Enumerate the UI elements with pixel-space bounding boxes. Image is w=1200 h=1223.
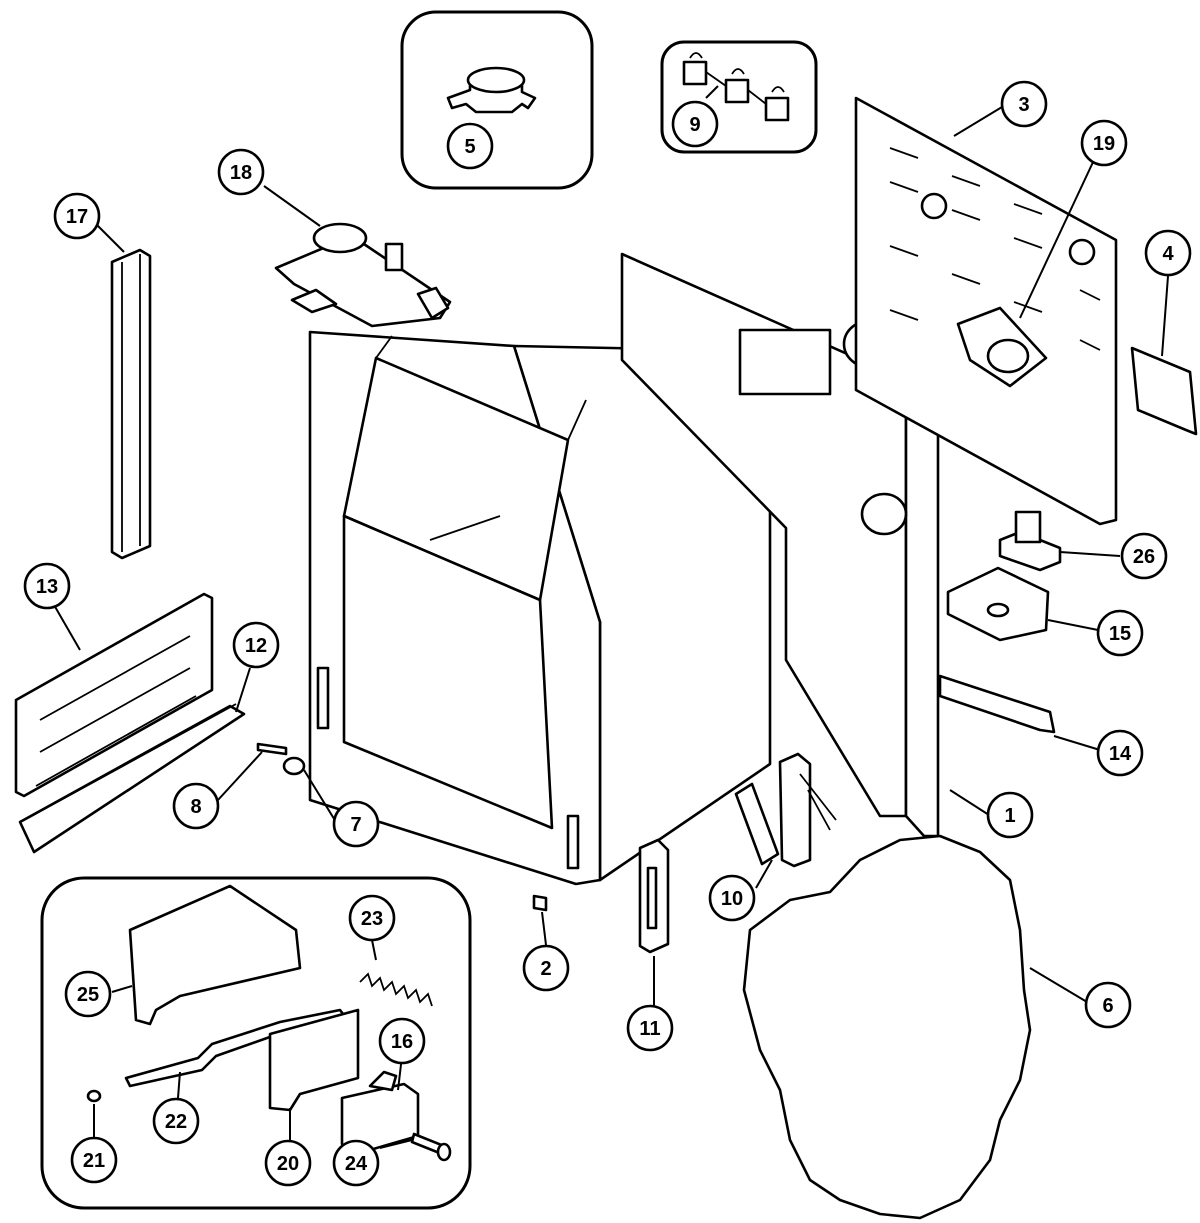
- part-latch-plate: [268, 1008, 360, 1112]
- part-trim-rail: [938, 674, 1056, 734]
- part-transformer: [998, 510, 1062, 572]
- part-rack-support: [110, 248, 152, 560]
- part-door-hinge: [734, 752, 837, 868]
- part-screw-2: [532, 894, 548, 912]
- callout-18-label: 18: [230, 162, 252, 184]
- part-cover-plate: [1130, 346, 1198, 436]
- callout-5-label: 5: [464, 136, 475, 158]
- callout-8: 8: [172, 782, 220, 830]
- part-spring: [359, 972, 433, 1007]
- callout-20-label: 20: [277, 1153, 299, 1175]
- callout-19-label: 19: [1093, 133, 1115, 155]
- callout-1-label: 1: [1004, 805, 1015, 827]
- part-thermostat: [446, 66, 537, 114]
- callout-17-label: 17: [66, 206, 88, 228]
- part-screw-8: [256, 742, 288, 756]
- leader-23: [371, 939, 377, 961]
- leader-6: [1029, 967, 1088, 1003]
- callout-12: 12: [232, 621, 280, 669]
- callout-2: 2: [522, 944, 570, 992]
- callout-26: 26: [1120, 532, 1168, 580]
- callout-21: 21: [70, 1136, 118, 1184]
- callout-6-label: 6: [1102, 995, 1113, 1017]
- leader-1: [949, 789, 990, 816]
- callout-5: 5: [446, 122, 494, 170]
- callout-11: 11: [626, 1004, 674, 1052]
- leader-7: [303, 769, 337, 823]
- callout-25: 25: [64, 970, 112, 1018]
- leader-24: [379, 1139, 413, 1149]
- callout-22: 22: [152, 1097, 200, 1145]
- leader-10: [755, 859, 773, 889]
- callout-26-label: 26: [1133, 546, 1155, 568]
- leader-3: [953, 106, 1003, 137]
- part-latch-bracket: [128, 884, 302, 1026]
- part-clip-21: [86, 1089, 102, 1103]
- leader-15: [1047, 619, 1099, 631]
- callout-20: 20: [264, 1139, 312, 1187]
- leader-26: [1059, 551, 1121, 557]
- callout-18: 18: [217, 148, 265, 196]
- part-oven-cavity: [308, 330, 772, 886]
- leader-8: [217, 751, 263, 801]
- callout-9-label: 9: [689, 114, 700, 136]
- callout-3: 3: [1000, 80, 1048, 128]
- leader-14: [1053, 735, 1101, 751]
- callout-24-label: 24: [345, 1153, 368, 1175]
- callout-12-label: 12: [245, 635, 267, 657]
- part-mounting-bracket: [946, 566, 1050, 642]
- leader-9: [705, 85, 719, 99]
- part-selector-switch: [274, 222, 452, 328]
- leader-12: [235, 667, 251, 713]
- callout-4-label: 4: [1162, 243, 1174, 265]
- leader-19: [1019, 159, 1095, 319]
- part-rear-panel: [854, 96, 1118, 526]
- callout-24: 24: [332, 1139, 380, 1187]
- callout-10-label: 10: [721, 888, 743, 910]
- callout-17: 17: [53, 192, 101, 240]
- leader-18: [263, 185, 321, 227]
- callout-13: 13: [23, 562, 71, 610]
- part-screw-24: [410, 1132, 452, 1162]
- callout-8-label: 8: [190, 796, 201, 818]
- leader-4: [1161, 275, 1169, 357]
- callout-15: 15: [1096, 609, 1144, 657]
- callout-2-label: 2: [540, 958, 551, 980]
- callout-10: 10: [708, 874, 756, 922]
- leader-lines: [49, 85, 1169, 1149]
- leader-22: [177, 1071, 181, 1099]
- callout-7-label: 7: [350, 814, 361, 836]
- callout-19: 19: [1080, 119, 1128, 167]
- part-hinge-receiver: [638, 838, 670, 954]
- callout-23: 23: [348, 894, 396, 942]
- part-nut-7: [282, 756, 306, 776]
- callout-11-label: 11: [639, 1018, 660, 1040]
- callout-1: 1: [986, 791, 1034, 839]
- callouts: 1 2 3 4 5 6 7 8 9 10 11 12 13 14 15 16 1…: [23, 80, 1192, 1187]
- callout-7: 7: [332, 800, 380, 848]
- callout-9: 9: [671, 100, 719, 148]
- callout-25-label: 25: [77, 984, 99, 1006]
- part-fan-motor: [956, 306, 1048, 388]
- callout-13-label: 13: [36, 576, 58, 598]
- leader-2: [541, 911, 547, 946]
- callout-6: 6: [1084, 981, 1132, 1029]
- part-insulation: [742, 834, 1032, 1220]
- callout-22-label: 22: [165, 1111, 187, 1133]
- part-trim-strip: [18, 703, 246, 854]
- part-rack-guide: [14, 592, 214, 798]
- part-terminal-block: [682, 52, 790, 122]
- callout-15-label: 15: [1109, 623, 1131, 645]
- callout-23-label: 23: [361, 908, 383, 930]
- leader-25: [111, 985, 133, 993]
- callout-16-label: 16: [391, 1031, 413, 1053]
- callout-21-label: 21: [83, 1150, 105, 1172]
- callout-16: 16: [378, 1017, 426, 1065]
- callout-14: 14: [1096, 729, 1144, 777]
- callout-14-label: 14: [1109, 743, 1132, 765]
- callout-4: 4: [1144, 229, 1192, 277]
- callout-3-label: 3: [1018, 94, 1029, 116]
